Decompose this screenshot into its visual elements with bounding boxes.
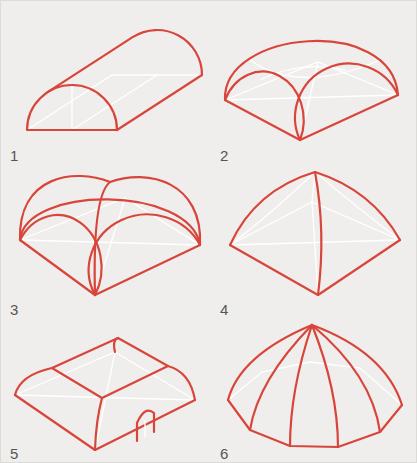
cloister-vault [230,172,400,295]
rib-vault [20,176,200,295]
figure-number: 6 [220,446,228,461]
ribbed-dome [228,325,402,447]
figure-number: 1 [10,148,18,163]
figure-number: 4 [220,302,228,317]
domical-vault [225,41,398,140]
figure-number: 3 [10,302,18,317]
figure-number: 5 [10,446,18,461]
figure-number: 2 [220,148,228,163]
flat-top-vault [15,338,195,450]
barrel-vault [27,30,202,130]
